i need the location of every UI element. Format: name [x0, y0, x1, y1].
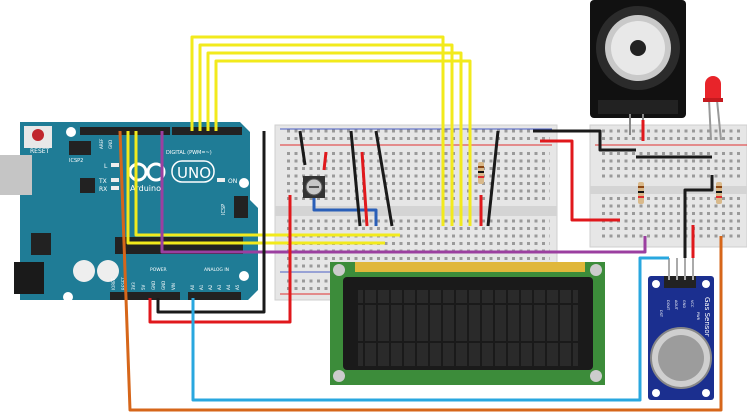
power-pin-ioref-label: IOREF [111, 277, 116, 290]
wire-yellow[interactable] [206, 51, 463, 226]
wire-black[interactable] [349, 130, 362, 227]
power-pin-5v-label: 5V [141, 284, 146, 290]
pin-dout-label: DOUT [666, 300, 670, 311]
breadboard-main [274, 124, 558, 301]
wire-yellow[interactable] [134, 131, 400, 237]
microcontroller-chip [115, 237, 243, 254]
icsp-label: ICSP [221, 204, 227, 215]
digital-label: DIGITAL (PWM=~) [166, 150, 212, 156]
wire-dark-blue[interactable] [312, 198, 378, 226]
gas-sensor-module: DOUT AOUT GND VCC DST PWR Gas Sensor [648, 258, 714, 400]
brand-label: Arduino [130, 184, 161, 193]
wire-black[interactable] [486, 130, 500, 227]
arduino-uno-board: RESET ICSP2 ICSP DIGITAL (PWM=~) AREF GN… [0, 122, 258, 302]
model-label: UNO [177, 164, 211, 182]
wire-yellow[interactable] [126, 131, 385, 245]
power-pin-gnd-label: GND [151, 281, 156, 290]
analog-label: ANALOG IN [204, 267, 229, 273]
resistor [478, 162, 484, 184]
resistor [716, 182, 722, 204]
potentiometer[interactable] [303, 176, 325, 198]
analog-pin-a0-label: A0 [190, 284, 195, 290]
speaker [590, 0, 686, 135]
wire-yellow[interactable] [198, 43, 454, 226]
power-pin-reset-label: RESET [121, 277, 126, 290]
analog-pin-a3-label: A3 [217, 284, 222, 290]
wire-yellow[interactable] [214, 59, 472, 226]
wire-red[interactable] [540, 139, 620, 222]
on-label: ON [228, 178, 237, 185]
red-led [703, 76, 723, 141]
analog-pin-a2-label: A2 [208, 284, 213, 290]
digital-header-high [80, 127, 170, 135]
power-pin-gnd-label: GND [161, 281, 166, 290]
wire-black[interactable] [156, 131, 266, 314]
reset-label: RESET [30, 148, 50, 155]
wire-purple[interactable] [160, 131, 647, 254]
led-l-label: L [104, 163, 108, 170]
breadboard-secondary [589, 124, 747, 248]
wire-black[interactable] [533, 129, 636, 152]
dst-led-label: DST [659, 310, 663, 318]
icsp2-label: ICSP2 [69, 158, 83, 164]
resistor [638, 182, 644, 204]
pin-gnd-label: GND [682, 300, 686, 308]
power-label: POWER [150, 267, 167, 273]
aref-label: AREF [99, 138, 104, 149]
reset-button-cap[interactable] [32, 129, 44, 141]
wire-blue[interactable] [191, 256, 669, 402]
arduino-logo [128, 162, 166, 182]
power-pin-vin-label: VIN [171, 283, 176, 290]
analog-pin-a4-label: A4 [226, 284, 231, 290]
wire-orange[interactable] [118, 130, 723, 412]
wire-red[interactable] [148, 195, 292, 324]
pin-vcc-label: VCC [690, 300, 694, 308]
lcd-16x2-display [330, 262, 605, 385]
rx-label: RX [99, 186, 107, 193]
wire-black[interactable] [683, 175, 714, 258]
analog-pin-a1-label: A1 [199, 284, 204, 290]
wire-red[interactable] [322, 151, 328, 171]
tx-label: TX [98, 178, 107, 185]
wire-black[interactable] [374, 130, 394, 227]
analog-header [188, 292, 241, 300]
gnd-label: GND [108, 140, 113, 149]
gas-sensor-title: Gas Sensor [703, 297, 711, 337]
pin-aout-label: AOUT [674, 300, 678, 311]
pwr-led-label: PWR [696, 312, 700, 321]
wire-red[interactable] [360, 151, 369, 227]
power-pin-3v3-label: 3V3 [131, 282, 136, 290]
analog-pin-a5-label: A5 [235, 284, 240, 290]
wire-yellow[interactable] [190, 35, 445, 226]
wire-black[interactable] [298, 130, 307, 166]
power-header [110, 292, 180, 300]
